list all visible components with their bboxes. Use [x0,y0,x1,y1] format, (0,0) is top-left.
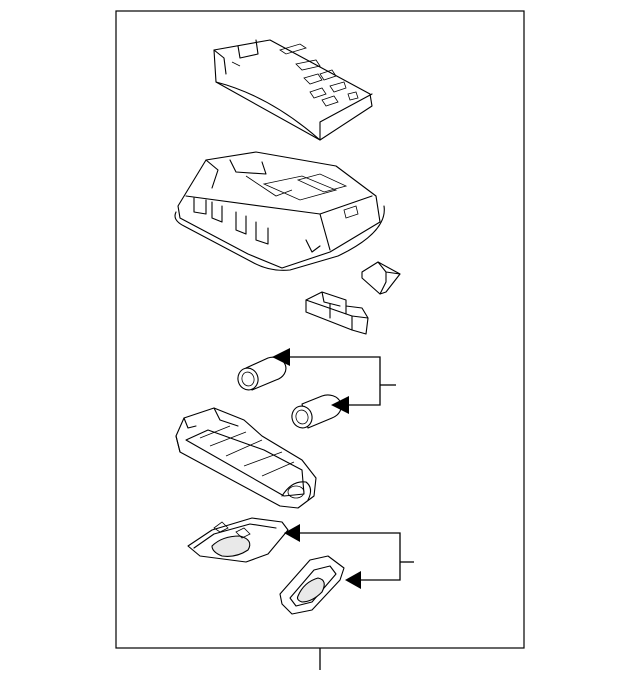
callout-lenses [284,524,414,589]
arrowhead-lens-left [284,524,300,542]
arrowhead-lens-right [345,571,361,589]
part-bracket [213,39,373,141]
part-bulb-upper [237,356,287,391]
part-lamp-base [175,407,317,509]
part-lamp-housing [174,151,385,271]
callout-bulbs [272,348,396,414]
part-switch-knob [361,261,401,295]
part-bulb-lower [291,394,342,429]
part-switch-block [305,291,369,335]
arrowhead-bulb-upper [272,348,290,366]
part-lens-left [187,517,289,563]
arrowhead-bulb-lower [331,396,349,414]
part-lens-right [279,555,345,615]
